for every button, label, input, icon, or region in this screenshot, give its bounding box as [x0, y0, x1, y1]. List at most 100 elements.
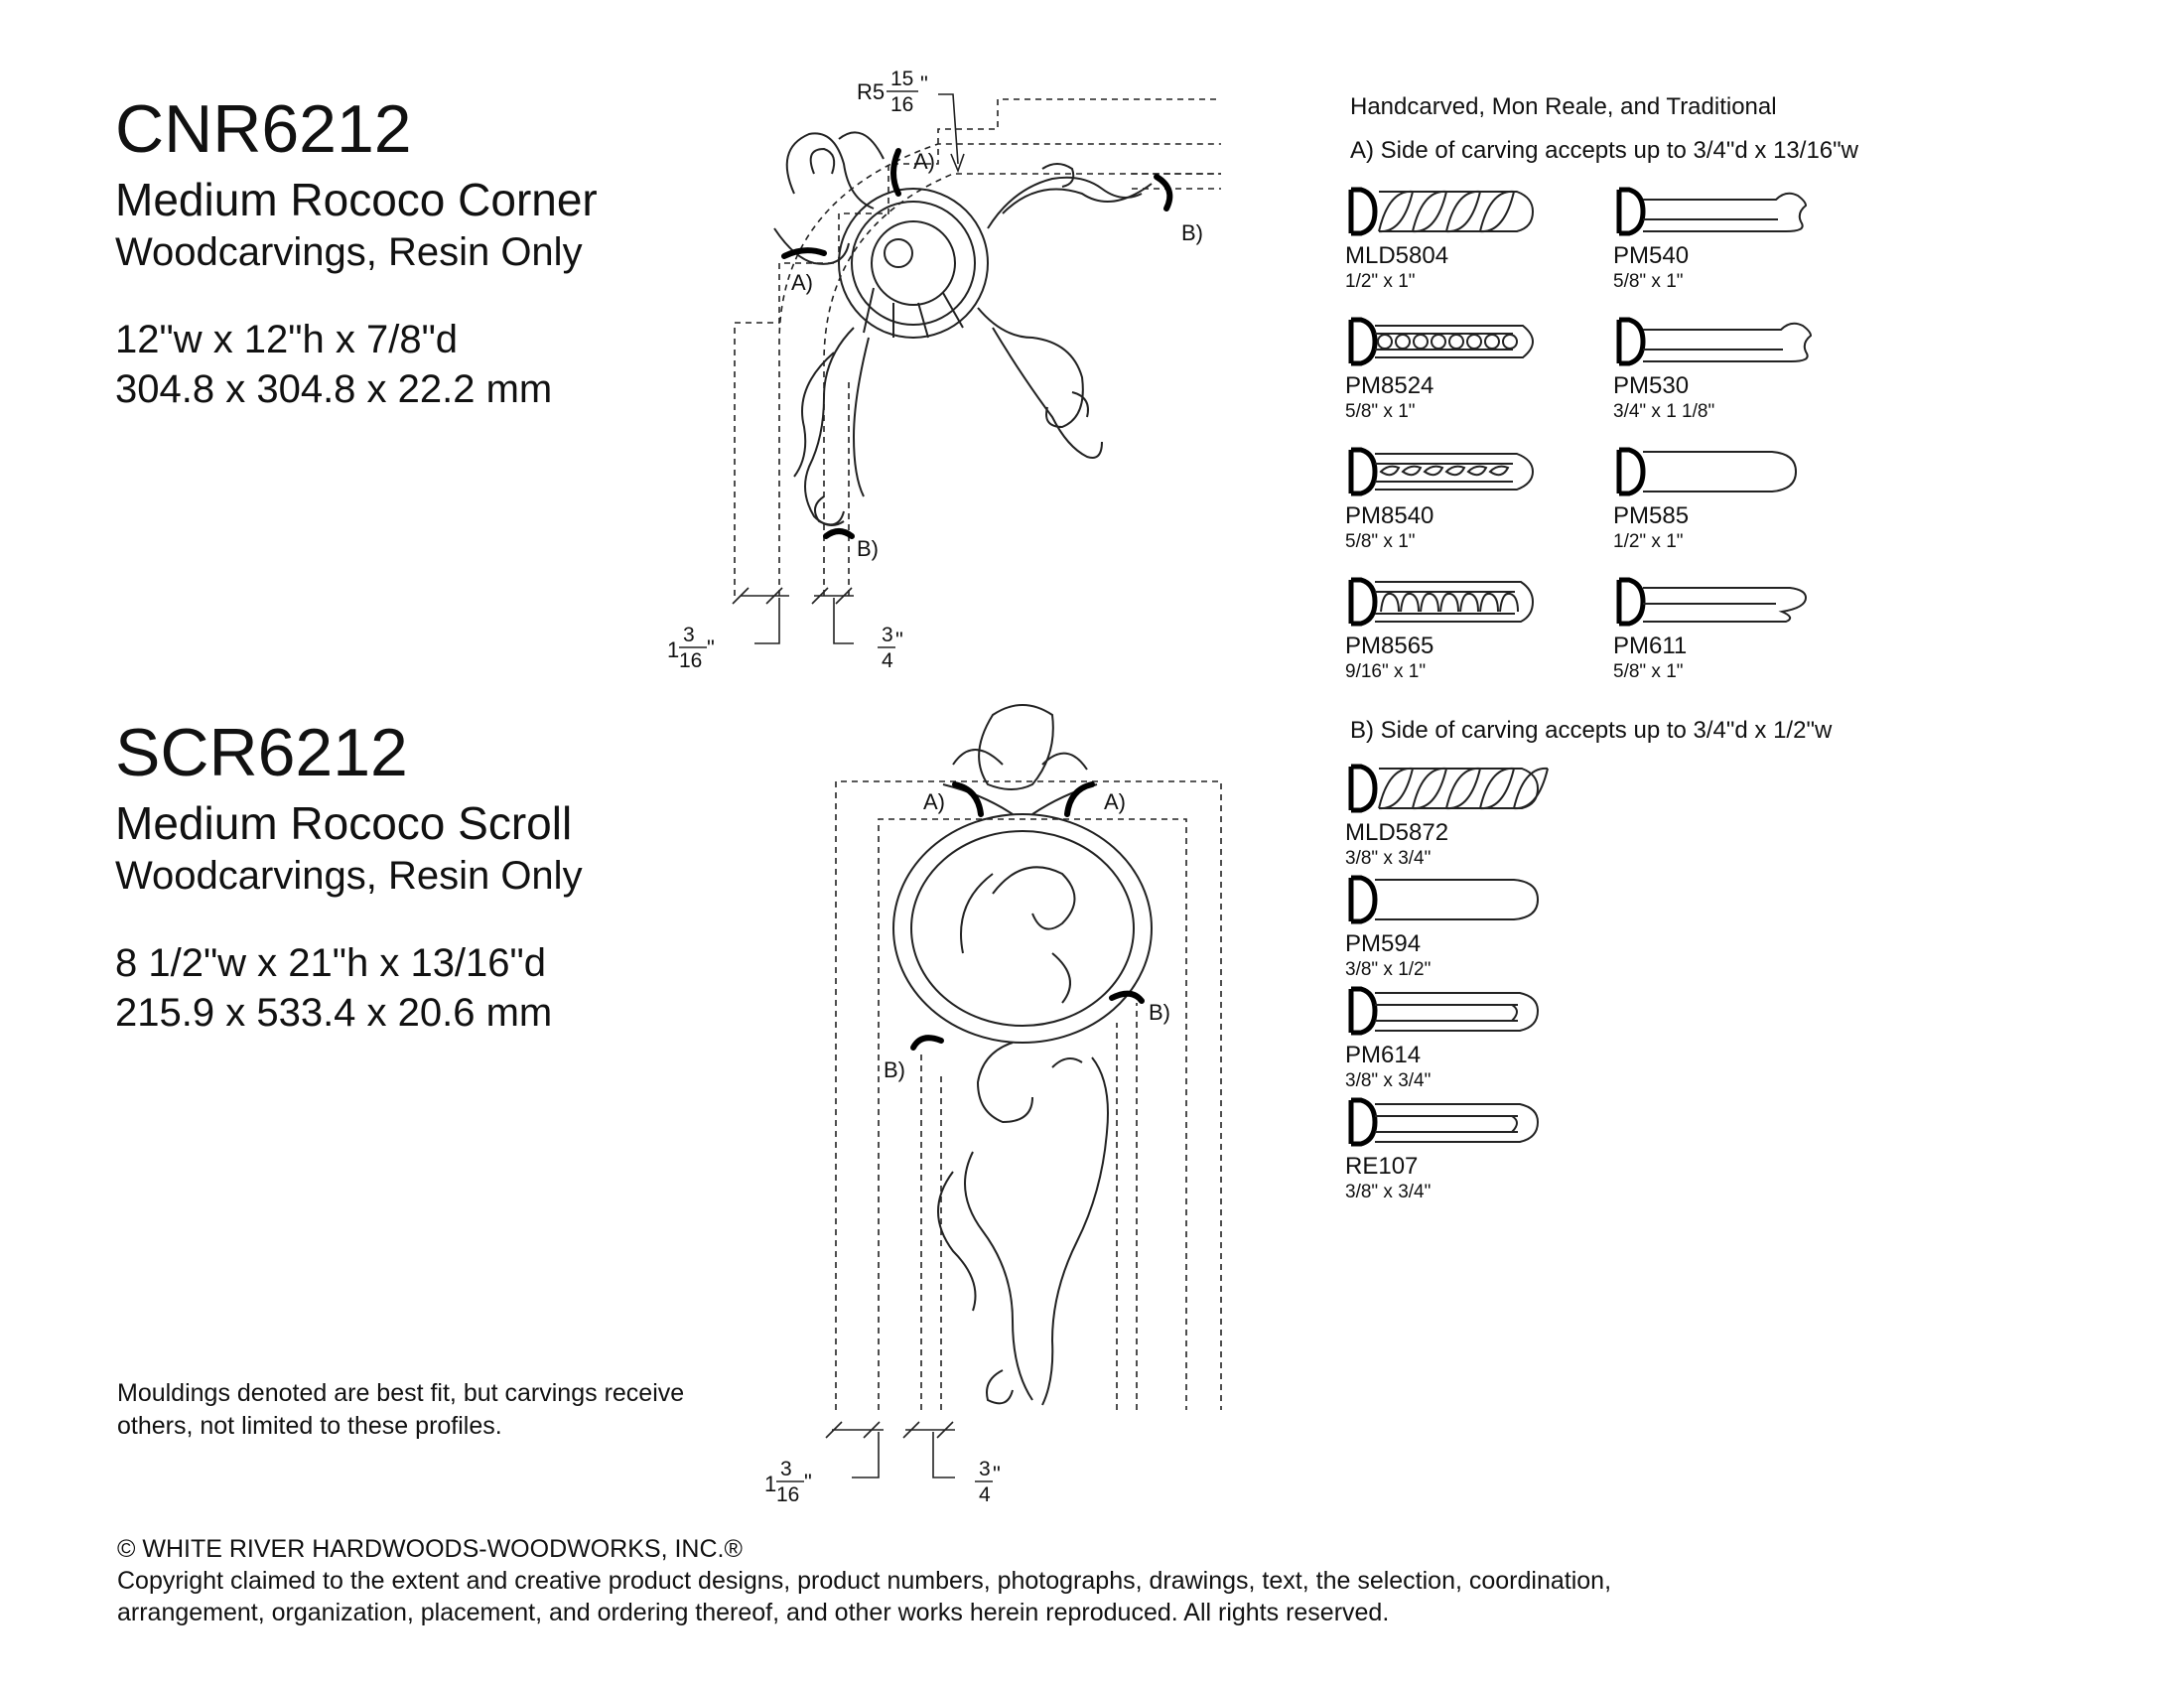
moulding-code: MLD5804 — [1345, 242, 1449, 269]
moulding-profile-icon — [1616, 447, 1798, 496]
radius-numerator: 15 — [890, 68, 913, 90]
marker-b-label: B) — [857, 536, 879, 561]
moulding-profile-icon — [1616, 317, 1813, 366]
dimensions-imperial: 8 1/2"w x 21"h x 13/16"d — [115, 941, 546, 985]
moulding-profile-icon — [1348, 986, 1540, 1036]
dimensions-metric: 304.8 x 304.8 x 22.2 mm — [115, 367, 553, 411]
mouldings-heading: Handcarved, Mon Reale, and Traditional — [1350, 93, 1777, 120]
moulding-code: PM614 — [1345, 1042, 1422, 1068]
scroll-dimension-guides — [835, 780, 1222, 1410]
spacing-left-den: 16 — [679, 649, 702, 672]
fit-note-line: others, not limited to these profiles. — [117, 1412, 502, 1440]
moulding-profile-icon — [1616, 577, 1808, 627]
corner-spacing-dimension — [732, 587, 854, 644]
moulding-size: 1/2" x 1" — [1345, 271, 1416, 292]
moulding-code: PM540 — [1613, 242, 1690, 269]
company-name: © WHITE RIVER HARDWOODS-WOODWORKS, INC.® — [117, 1535, 743, 1563]
marker-a-label: A) — [913, 149, 935, 174]
spacing-left-num: 3 — [683, 624, 695, 646]
marker-a-label: A) — [923, 789, 945, 814]
product-cnr6212-info: CNR6212 Medium Rococo Corner Woodcarving… — [115, 95, 598, 409]
moulding-profile-icon — [1348, 1097, 1540, 1147]
radius-unit: " — [920, 71, 928, 96]
product-code: SCR6212 — [115, 715, 408, 790]
marker-b-label: B) — [884, 1057, 905, 1082]
product-subtitle: Woodcarvings, Resin Only — [115, 854, 583, 898]
dimensions-metric: 215.9 x 533.4 x 20.6 mm — [115, 991, 553, 1035]
moulding-size: 5/8" x 1" — [1345, 531, 1416, 552]
moulding-code: PM585 — [1613, 502, 1690, 529]
spacing-left-whole: 1 — [667, 637, 679, 662]
moulding-size: 5/8" x 1" — [1613, 271, 1684, 292]
marker-b-label: B) — [1149, 1000, 1170, 1025]
moulding-profile-icon — [1616, 187, 1808, 236]
moulding-profile-icon — [1348, 577, 1535, 627]
fit-note: Mouldings denoted are best fit, but carv… — [117, 1377, 684, 1443]
moulding-code: PM611 — [1613, 633, 1688, 659]
spacing-right-unit: " — [895, 628, 903, 652]
moulding-code: PM594 — [1345, 930, 1422, 957]
moulding-profile-icon — [1348, 187, 1535, 236]
moulding-code: PM8565 — [1345, 633, 1434, 659]
spacing-left-den: 16 — [776, 1483, 799, 1506]
scroll-carving-ornament — [892, 704, 1153, 1406]
moulding-size: 3/8" x 1/2" — [1345, 959, 1432, 980]
marker-b-label: B) — [1181, 220, 1203, 245]
scroll-attachment-markers — [910, 781, 1145, 1051]
moulding-size: 3/8" x 3/4" — [1345, 1182, 1432, 1202]
marker-a-label: A) — [791, 270, 813, 295]
moulding-profile-icon — [1348, 447, 1535, 496]
product-code: CNR6212 — [115, 91, 412, 167]
moulding-size: 5/8" x 1" — [1345, 401, 1416, 422]
group-b-title: B) Side of carving accepts up to 3/4"d x… — [1350, 717, 1833, 744]
spacing-right-unit: " — [993, 1462, 1001, 1486]
copyright-line: Copyright claimed to the extent and crea… — [117, 1567, 1612, 1595]
moulding-code: PM8540 — [1345, 502, 1434, 529]
moulding-profile-icon — [1348, 764, 1549, 813]
product-name: Medium Rococo Scroll — [115, 797, 573, 849]
copyright-line: arrangement, organization, placement, an… — [117, 1599, 1390, 1626]
moulding-size: 1/2" x 1" — [1613, 531, 1684, 552]
moulding-size: 9/16" x 1" — [1345, 661, 1427, 682]
corner-dimension-guides — [734, 98, 1221, 596]
fit-note-line: Mouldings denoted are best fit, but carv… — [117, 1379, 685, 1407]
moulding-code: RE107 — [1345, 1153, 1419, 1180]
moulding-size: 5/8" x 1" — [1613, 661, 1684, 682]
corner-carving-ornament — [773, 131, 1153, 526]
spacing-left-whole: 1 — [764, 1472, 776, 1496]
moulding-profile-icon — [1348, 875, 1540, 924]
product-subtitle: Woodcarvings, Resin Only — [115, 230, 583, 274]
moulding-code: PM530 — [1613, 372, 1690, 399]
moulding-profile-icon — [1348, 317, 1535, 366]
copyright-footer: © WHITE RIVER HARDWOODS-WOODWORKS, INC.®… — [117, 1533, 1611, 1628]
product-name: Medium Rococo Corner — [115, 174, 598, 225]
dimensions-imperial: 12"w x 12"h x 7/8"d — [115, 318, 459, 361]
moulding-size: 3/8" x 3/4" — [1345, 1070, 1432, 1091]
radius-denominator: 16 — [890, 93, 913, 116]
moulding-code: MLD5872 — [1345, 819, 1449, 846]
spacing-right-den: 4 — [882, 649, 893, 672]
spacing-left-unit: " — [707, 635, 715, 660]
marker-a-label: A) — [1104, 789, 1126, 814]
corner-attachment-markers — [781, 148, 1173, 539]
radius-prefix: R5 — [857, 79, 885, 104]
spacing-right-num: 3 — [979, 1458, 991, 1480]
spacing-right-num: 3 — [882, 624, 893, 646]
spacing-left-num: 3 — [780, 1458, 792, 1480]
scroll-spacing-dimension — [825, 1421, 955, 1478]
group-a-title: A) Side of carving accepts up to 3/4"d x… — [1350, 137, 1858, 164]
moulding-size: 3/4" x 1 1/8" — [1613, 401, 1715, 422]
